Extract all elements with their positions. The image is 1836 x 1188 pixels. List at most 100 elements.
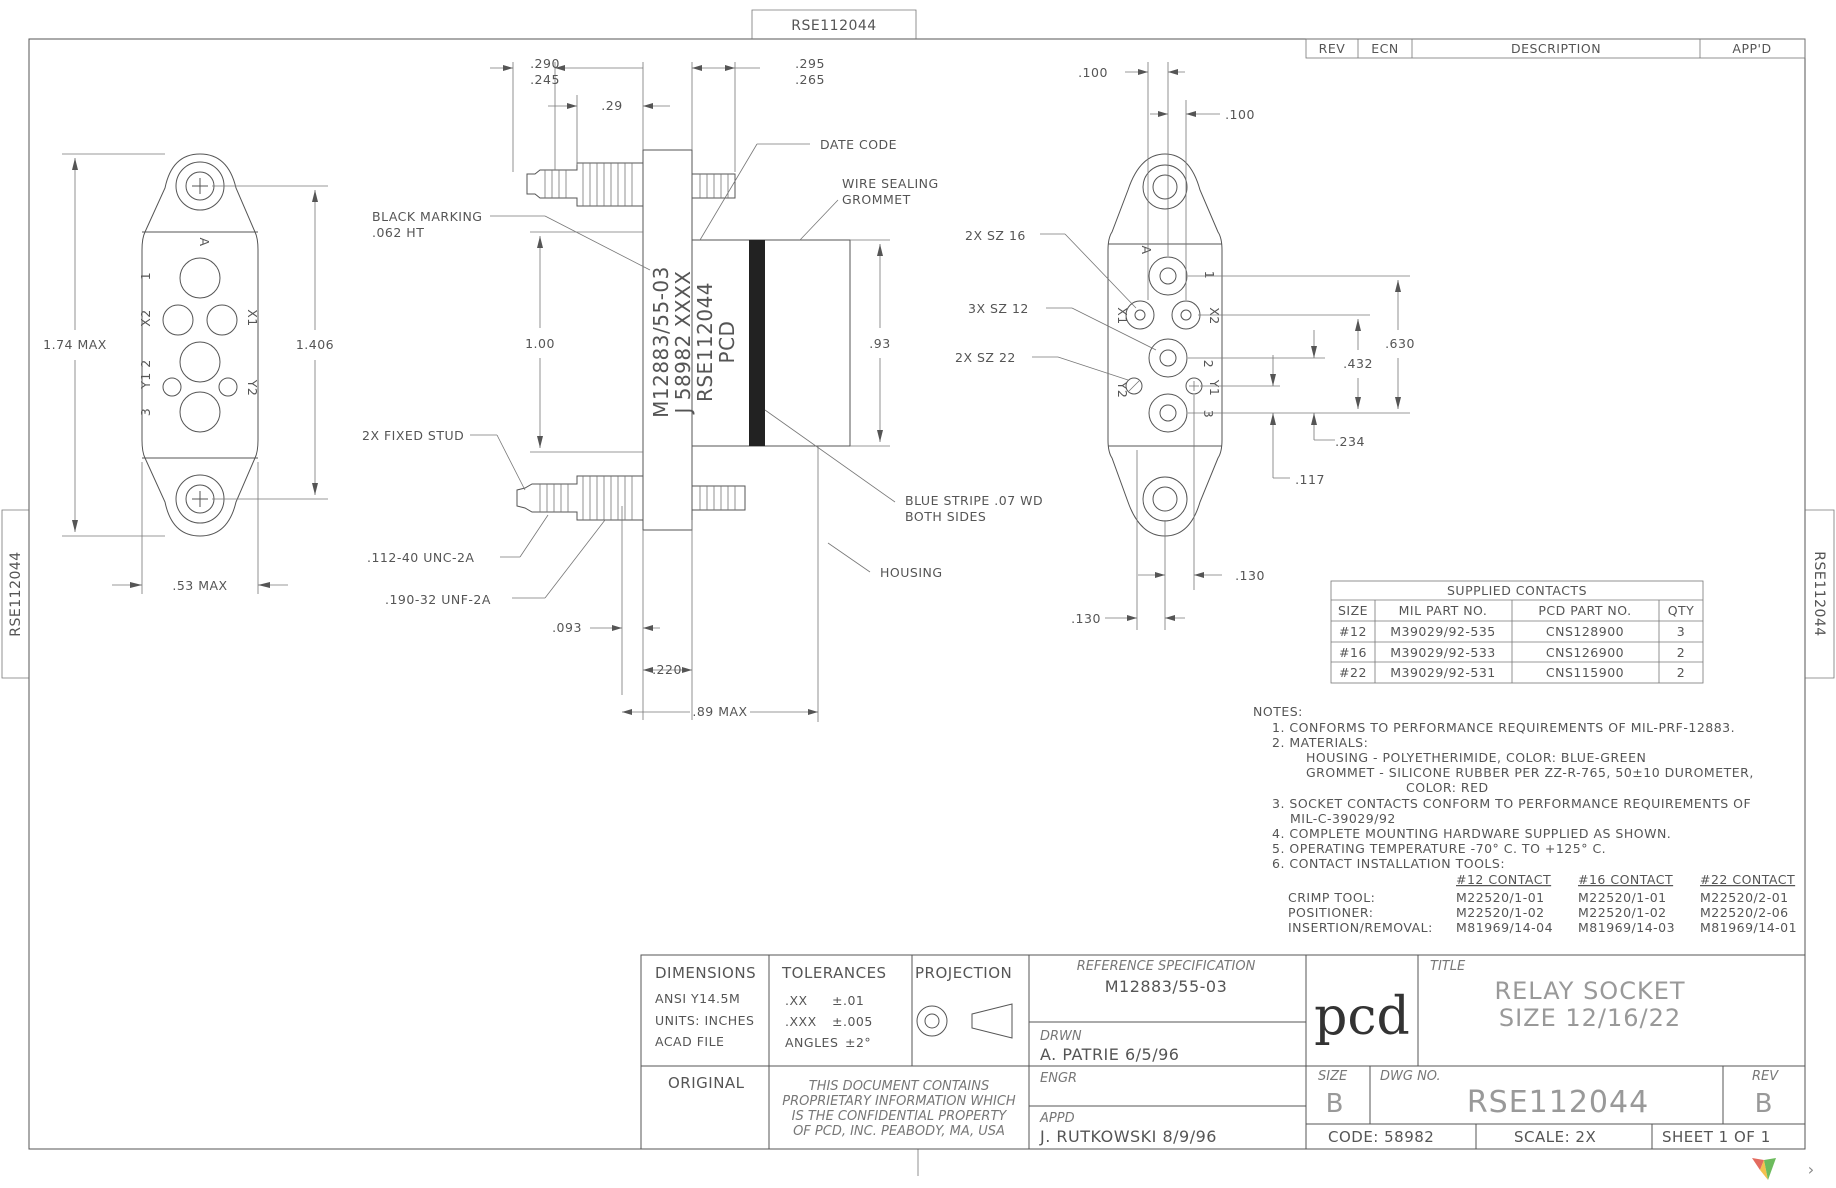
note-line: COLOR: RED: [1406, 780, 1489, 795]
contacts-cell: 3: [1677, 624, 1685, 639]
marking-line-3: RSE112044: [693, 282, 717, 402]
dimensions-title: DIMENSIONS: [655, 964, 756, 982]
callout-sz22: 2X SZ 22: [955, 350, 1016, 365]
front-label-a: A: [197, 237, 212, 246]
top-tab: [751, 9, 917, 39]
tolerance-key: .XXX: [785, 1014, 817, 1029]
note-line: 4. COMPLETE MOUNTING HARDWARE SUPPLIED A…: [1272, 826, 1671, 841]
callout-date-code: DATE CODE: [820, 137, 897, 152]
dim-093: .093: [552, 620, 582, 635]
front-label-1: 1: [138, 272, 153, 280]
callout-housing: HOUSING: [880, 565, 943, 580]
scale-value: SCALE: 2X: [1514, 1128, 1596, 1146]
callout-thread-190: .190-32 UNF-2A: [385, 592, 491, 607]
front-view: A 1 X2 X1 Y1 2 3 Y2 1.74 MAX 1.406 .53 M…: [43, 153, 334, 594]
dim-rear-100-side: .100: [1225, 107, 1255, 122]
tools-value: M22520/1-02: [1456, 905, 1545, 920]
title-line-1: RELAY SOCKET: [1494, 977, 1685, 1005]
description-header: DESCRIPTION: [1511, 41, 1601, 56]
notes-title: NOTES:: [1253, 704, 1303, 719]
note-line: GROMMET - SILICONE RUBBER PER ZZ-R-765, …: [1306, 765, 1754, 780]
dimensions-line: ANSI Y14.5M: [655, 991, 740, 1006]
reference-spec-label: REFERENCE SPECIFICATION: [1077, 959, 1256, 974]
title-block: DIMENSIONS ANSI Y14.5M UNITS: INCHES ACA…: [640, 954, 1806, 1150]
callout-sz16: 2X SZ 16: [965, 228, 1026, 243]
note-line: 1. CONFORMS TO PERFORMANCE REQUIREMENTS …: [1272, 720, 1735, 735]
callout-thread-112: .112-40 UNC-2A: [367, 550, 474, 565]
contacts-cell: M39029/92-535: [1390, 624, 1496, 639]
callout-black-marking-1: BLACK MARKING: [372, 209, 483, 224]
marking-line-4: PCD: [715, 321, 739, 364]
projection-cone-icon: [971, 1003, 1013, 1039]
callout-fixed-stud: 2X FIXED STUD: [362, 428, 464, 443]
dim-spacing: 1.406: [296, 337, 334, 352]
pcd-logo: pcd: [1314, 987, 1410, 1047]
engr-label: ENGR: [1040, 1071, 1077, 1086]
dim-top-right-2: .265: [795, 72, 825, 87]
rear-label-3: 3: [1201, 410, 1216, 418]
contacts-cell: CNS126900: [1546, 645, 1624, 660]
reference-spec-value: M12883/55-03: [1105, 977, 1228, 996]
rear-view: A 1 X1 X2 2 Y2 Y1 3 .100 .100 .630 .432 …: [955, 62, 1415, 630]
dim-130-a: .130: [1235, 568, 1265, 583]
viewer-logo-icon: [1752, 1158, 1776, 1180]
dim-432: .432: [1343, 356, 1373, 371]
contacts-cell: M39029/92-533: [1390, 645, 1496, 660]
rev-value: B: [1755, 1089, 1774, 1119]
contacts-cell: 2: [1677, 665, 1685, 680]
dim-130-b: .130: [1071, 611, 1101, 626]
contacts-header-mil: MIL PART NO.: [1399, 603, 1488, 618]
rear-label-1: 1: [1202, 271, 1217, 279]
dim-630: .630: [1385, 336, 1415, 351]
proprietary-line: PROPRIETARY INFORMATION WHICH: [782, 1094, 1016, 1109]
tolerance-key: ANGLES: [785, 1035, 838, 1050]
front-label-y1-2: Y1 2: [138, 359, 153, 390]
dim-220: .220: [652, 662, 682, 677]
dwg-no-value: RSE112044: [1467, 1085, 1649, 1120]
tools-value: M22520/1-01: [1456, 890, 1545, 905]
dim-1-00: 1.00: [525, 336, 555, 351]
note-line: 2. MATERIALS:: [1272, 735, 1368, 750]
contacts-cell: 2: [1677, 645, 1685, 660]
marking-line-1: M12883/55-03: [649, 266, 673, 418]
drwn-label: DRWN: [1040, 1029, 1082, 1044]
top-tab-label: RSE112044: [791, 18, 876, 34]
rev-header: REV: [1319, 41, 1346, 56]
contacts-header-pcd: PCD PART NO.: [1538, 603, 1631, 618]
size-label: SIZE: [1318, 1069, 1348, 1084]
dim-93: .93: [869, 336, 890, 351]
rear-label-y2: Y2: [1115, 381, 1130, 399]
side-view: M12883/55-03 J 58982 XXXX RSE112044 PCD …: [362, 56, 1043, 722]
next-page-button[interactable]: ›: [1807, 1159, 1815, 1179]
projection-circle-icon: [916, 1005, 948, 1037]
tools-header-16: #16 CONTACT: [1578, 872, 1673, 887]
right-tab-label: RSE112044: [1811, 551, 1827, 636]
rear-label-x2: X2: [1207, 307, 1222, 325]
supplied-contacts-table: SUPPLIED CONTACTS SIZE MIL PART NO. PCD …: [1330, 580, 1704, 684]
tolerance-value: ±.005: [832, 1014, 873, 1029]
note-line: HOUSING - POLYETHERIMIDE, COLOR: BLUE-GR…: [1306, 750, 1646, 765]
contacts-cell: M39029/92-531: [1390, 665, 1496, 680]
dim-top-left-1: .290: [530, 56, 560, 71]
tolerance-value: ±.01: [832, 993, 864, 1008]
proprietary-line: OF PCD, INC. PEABODY, MA, USA: [793, 1124, 1005, 1139]
front-label-y2: Y2: [245, 379, 260, 397]
note-line: 5. OPERATING TEMPERATURE -70° C. TO +125…: [1272, 841, 1606, 856]
left-tab-label: RSE112044: [8, 551, 24, 636]
tolerance-value: ±2°: [845, 1035, 871, 1050]
contacts-header-qty: QTY: [1668, 603, 1695, 618]
appd-label: APPD: [1039, 1111, 1075, 1126]
tolerances-title: TOLERANCES: [781, 964, 887, 982]
dim-117: .117: [1295, 472, 1325, 487]
proprietary-line: THIS DOCUMENT CONTAINS: [809, 1079, 989, 1094]
notes: NOTES: 1. CONFORMS TO PERFORMANCE REQUIR…: [1253, 704, 1797, 935]
tools-label: POSITIONER:: [1288, 905, 1373, 920]
dwg-no-label: DWG NO.: [1380, 1069, 1441, 1084]
contacts-cell: #16: [1339, 645, 1367, 660]
dim-rear-100-top: .100: [1078, 65, 1108, 80]
proprietary-line: IS THE CONFIDENTIAL PROPERTY: [792, 1109, 1008, 1124]
tools-value: M22520/2-06: [1700, 905, 1789, 920]
left-tab: [1, 509, 29, 679]
ecn-header: ECN: [1371, 41, 1398, 56]
code-value: CODE: 58982: [1328, 1128, 1434, 1146]
